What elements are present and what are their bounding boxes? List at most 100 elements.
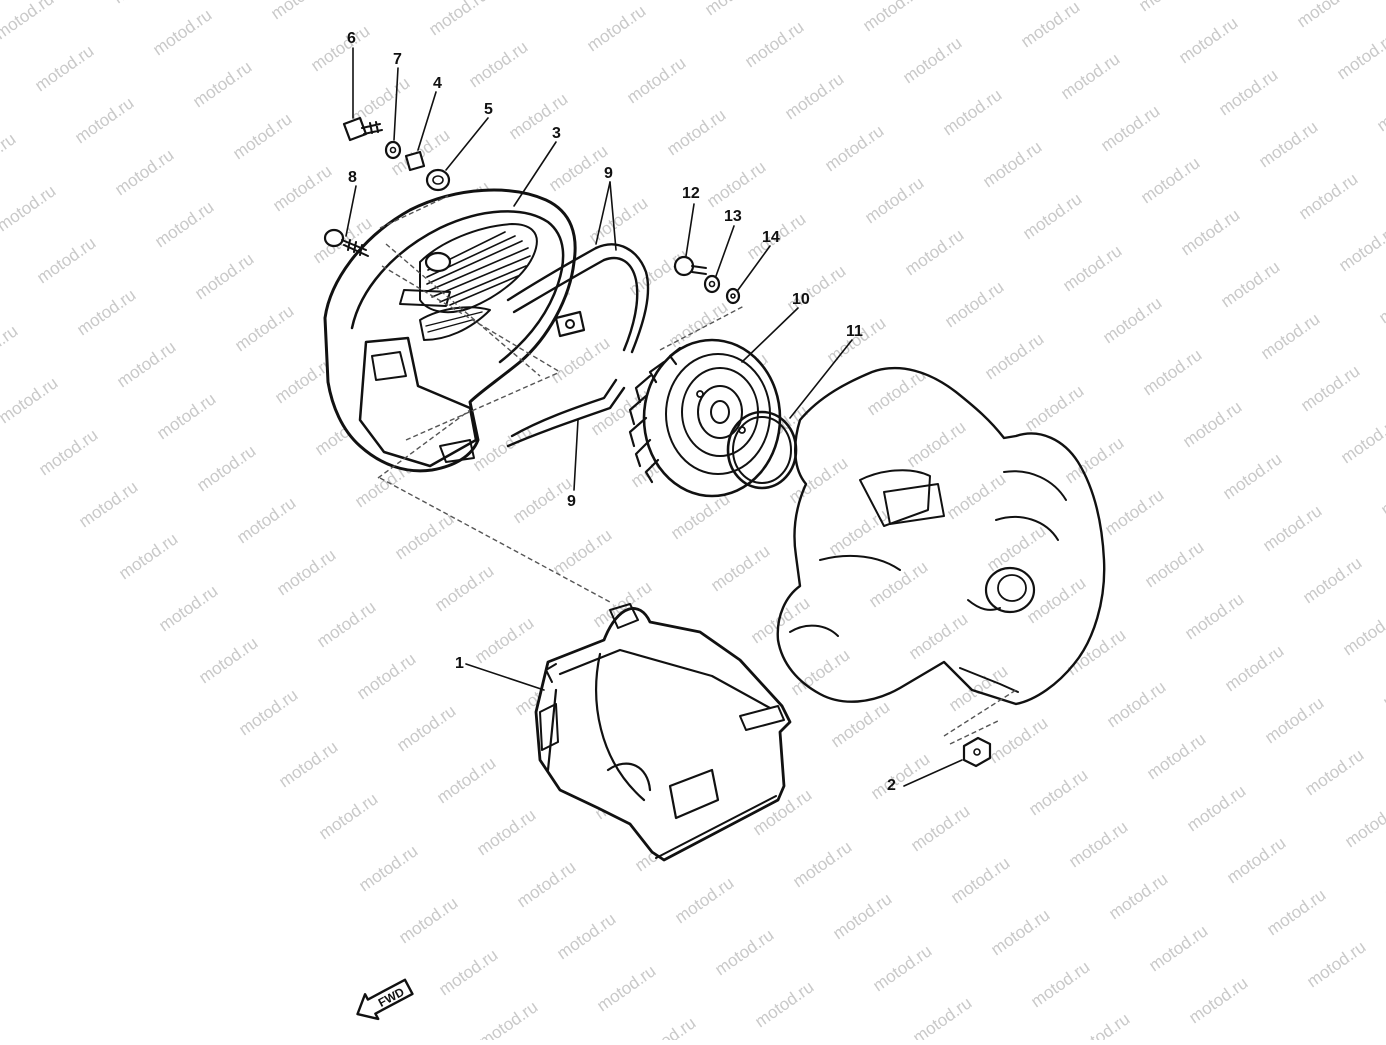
watermark-text: motod.ru (471, 613, 537, 667)
watermark-text: motod.ru (1135, 0, 1201, 15)
watermark-text: motod.ru (1335, 221, 1386, 275)
watermark-text: motod.ru (391, 509, 457, 563)
watermark-text: motod.ru (1295, 169, 1361, 223)
watermark-text: motod.ru (781, 69, 847, 123)
watermark-text: motod.ru (1341, 797, 1386, 851)
watermark-text: motod.ru (1175, 13, 1241, 67)
watermark-text: motod.ru (981, 329, 1047, 383)
callout-13: 13 (724, 208, 742, 225)
watermark-text: motod.ru (941, 277, 1007, 331)
callout-numbers: 6 7 4 5 3 8 9 9 12 13 14 10 11 1 2 (347, 30, 896, 794)
watermark-text: motod.ru (1255, 117, 1321, 171)
watermark-text: motod.ru (585, 193, 651, 247)
watermark-text: motod.ru (1381, 849, 1386, 903)
watermark-text: motod.ru (1185, 973, 1251, 1027)
watermark-text: motod.ru (905, 609, 971, 663)
watermark-text: motod.ru (869, 941, 935, 995)
watermark-text: motod.ru (1223, 833, 1289, 887)
hoses (506, 243, 650, 448)
callout-2: 2 (887, 777, 896, 794)
watermark-text: motod.ru (1301, 745, 1367, 799)
watermark-text: motod.ru (633, 1013, 699, 1040)
watermark-text: motod.ru (751, 977, 817, 1031)
watermark-text: motod.ru (1177, 205, 1243, 259)
watermark-text: motod.ru (33, 233, 99, 287)
watermark-text: motod.ru (1057, 49, 1123, 103)
washer-14 (725, 287, 741, 305)
watermark-text: motod.ru (549, 525, 615, 579)
callout-9-lower: 9 (567, 493, 576, 510)
watermark-text: motod.ru (273, 545, 339, 599)
callout-10: 10 (792, 291, 810, 308)
watermark-text: motod.ru (1063, 625, 1129, 679)
watermark-text: motod.ru (787, 645, 853, 699)
fan-shroud-cover (323, 188, 586, 473)
washer-7 (384, 140, 402, 160)
watermark-text: motod.ru (943, 469, 1009, 523)
cylinder-cover (534, 603, 792, 862)
watermark-text: motod.ru (73, 285, 139, 339)
watermark-text: motod.ru (1061, 433, 1127, 487)
watermark-text: motod.ru (741, 17, 807, 71)
watermark-text: motod.ru (513, 857, 579, 911)
callout-12: 12 (682, 185, 700, 202)
watermark-text: motod.ru (1377, 465, 1386, 519)
callout-4: 4 (433, 75, 442, 92)
watermark-text: motod.ru (0, 181, 59, 235)
grommet-5 (425, 168, 451, 192)
watermark-text: motod.ru (393, 701, 459, 755)
watermark-text: motod.ru (35, 425, 101, 479)
watermark-text: motod.ru (865, 557, 931, 611)
watermark-text: motod.ru (433, 753, 499, 807)
watermark-text: motod.ru (1297, 361, 1363, 415)
watermark-text: motod.ru (1373, 81, 1386, 135)
screw-8 (323, 228, 369, 257)
watermark-text: motod.ru (1339, 605, 1386, 659)
watermark-text: motod.ru (0, 0, 57, 43)
watermark-text: motod.ru (939, 85, 1005, 139)
callout-11: 11 (846, 323, 863, 340)
collar-4 (404, 150, 426, 172)
watermark-text: motod.ru (947, 853, 1013, 907)
watermark-text: motod.ru (789, 837, 855, 891)
callout-9-upper: 9 (604, 165, 613, 182)
watermark-text: motod.ru (1021, 381, 1087, 435)
nut-2 (962, 736, 992, 768)
watermark-text: motod.ru (75, 477, 141, 531)
watermark-text: motod.ru (1219, 449, 1285, 503)
watermark-text: motod.ru (583, 1, 649, 55)
watermark-text: motod.ru (1257, 309, 1323, 363)
watermark-text: motod.ru (475, 997, 541, 1040)
watermark-text: motod.ru (1139, 345, 1205, 399)
watermark-text: motod.ru (821, 121, 887, 175)
bolt-12 (673, 255, 707, 277)
watermark-text: motod.ru (671, 873, 737, 927)
watermark-text: motod.ru (505, 89, 571, 143)
watermark-text: motod.ru (1019, 189, 1085, 243)
watermark-text: motod.ru (155, 581, 221, 635)
watermark-text: motod.ru (979, 137, 1045, 191)
watermark-text: motod.ru (0, 321, 21, 375)
watermark-text: motod.ru (233, 493, 299, 547)
watermark-text: motod.ru (1183, 781, 1249, 835)
watermark-text: motod.ru (747, 593, 813, 647)
watermark-text: motod.ru (909, 993, 975, 1040)
watermark-text: motod.ru (307, 21, 373, 75)
leader-lines (345, 47, 963, 787)
bolt-6 (342, 116, 383, 142)
watermark-text: motod.ru (1259, 501, 1325, 555)
watermark-text: motod.ru (395, 893, 461, 947)
watermark-text: motod.ru (1333, 29, 1386, 83)
watermark-text: motod.ru (1059, 241, 1125, 295)
watermark-text: motod.ru (861, 173, 927, 227)
forward-direction-arrow: FWD (356, 978, 414, 1021)
watermark-text: motod.ru (1263, 885, 1329, 939)
watermark-text: motod.ru (431, 561, 497, 615)
callout-6: 6 (347, 30, 356, 47)
watermark-text: motod.ru (1027, 957, 1093, 1011)
watermark-text: motod.ru (1137, 153, 1203, 207)
watermark-text: motod.ru (31, 41, 97, 95)
watermark-text: motod.ru (827, 697, 893, 751)
watermark-text: motod.ru (1099, 293, 1165, 347)
